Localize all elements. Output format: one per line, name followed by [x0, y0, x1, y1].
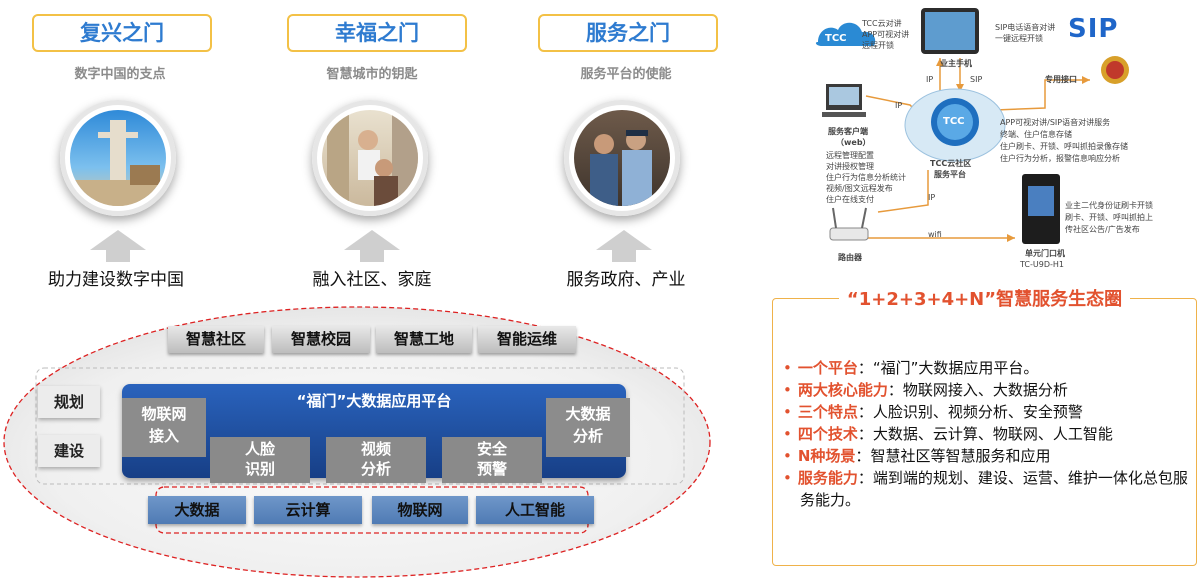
- tech-ai: 人工智能: [476, 496, 594, 524]
- ecosystem-title: “1+2+3+4+N”智慧服务生态圈: [838, 289, 1131, 310]
- cloud-logo: TCC: [943, 116, 965, 127]
- scenario-smart-construction: 智慧工地: [376, 326, 472, 353]
- up-arrow-2: [344, 230, 400, 262]
- special-port-label: 专用接口: [1045, 75, 1077, 84]
- sip-label-phone: SIP: [970, 75, 983, 84]
- iot-access-box: 物联网 接入: [122, 398, 206, 457]
- ecosystem-item: •一个平台：“福门”大数据应用平台。: [783, 359, 1039, 377]
- gate-action: 融入社区、家庭: [312, 270, 432, 290]
- cloud-label-2: 服务平台: [934, 170, 966, 179]
- up-arrow-3: [596, 230, 652, 262]
- ecosystem-item: •服务能力：端到端的规划、建设、运营、维护一体化总包服务能力。: [783, 469, 1188, 509]
- ecosystem-item: •N种场景：智慧社区等智慧服务和应用: [783, 447, 1051, 465]
- pc-desc-1: 远程管理配置: [826, 151, 874, 160]
- plan-label: 规划: [38, 386, 100, 418]
- pc-label-2: （web）: [836, 138, 871, 147]
- sip-desc-2: 一键远程开锁: [995, 34, 1043, 43]
- door-desc-3: 传社区公告/广告发布: [1065, 225, 1140, 234]
- ecosystem-item: •三个特点：人脸识别、视频分析、安全预警: [783, 403, 1083, 421]
- platform-title: “福门”大数据应用平台: [296, 392, 452, 410]
- gate-title: 复兴之门: [32, 14, 212, 52]
- tech-big-data: 大数据: [148, 496, 246, 524]
- scenario-smart-maintenance: 智能运维: [478, 326, 576, 353]
- tcc-logo: TCC: [825, 33, 847, 44]
- gate-action: 服务政府、产业: [566, 270, 686, 290]
- family-photo: [312, 100, 428, 216]
- tech-cloud-computing: 云计算: [254, 496, 362, 524]
- big-data-analysis-box: 大数据 分析: [546, 398, 630, 457]
- gate-title: 服务之门: [538, 14, 718, 52]
- feature-video-analysis: 视频 分析: [326, 437, 426, 483]
- tcc-desc-3: 远程开锁: [862, 41, 894, 50]
- ecosystem-item: •两大核心能力：物联网接入、大数据分析: [783, 381, 1068, 399]
- cloud-desc-3: 住户刷卡、开锁、呼叫抓拍录像存储: [1000, 142, 1128, 151]
- phone-label: 业主手机: [940, 59, 972, 68]
- scenario-smart-community: 智慧社区: [168, 326, 264, 353]
- gate-subtitle: 智慧城市的钥匙: [326, 67, 418, 82]
- door-label-1: 单元门口机: [1025, 249, 1065, 258]
- scenario-smart-campus: 智慧校园: [272, 326, 370, 353]
- sip-desc-1: SIP电话语音对讲: [995, 23, 1056, 32]
- pc-desc-2: 对讲授权管理: [826, 162, 874, 171]
- gate-title: 幸福之门: [287, 14, 467, 52]
- router-label: 路由器: [838, 253, 862, 262]
- ip-label-pc: IP: [895, 101, 903, 110]
- ip-label-phone: IP: [926, 75, 934, 84]
- wifi-label: wifi: [928, 230, 942, 239]
- cloud-desc-2: 终端、住户信息存储: [1000, 130, 1072, 139]
- gate-action: 助力建设数字中国: [48, 270, 184, 290]
- door-desc-2: 刷卡、开锁、呼叫抓拍上: [1065, 213, 1153, 222]
- cloud-desc-4: 住户行为分析，报警信息响应分析: [1000, 154, 1120, 163]
- build-label: 建设: [38, 435, 100, 467]
- ip-label-router: IP: [928, 193, 936, 202]
- sip-logo: SIP: [1068, 14, 1119, 44]
- pc-desc-5: 住户在线支付: [826, 195, 874, 204]
- up-arrow-1: [90, 230, 146, 262]
- tech-iot: 物联网: [372, 496, 468, 524]
- door-label-2: TC-U9D-H1: [1020, 260, 1064, 269]
- gate-subtitle: 数字中国的支点: [74, 67, 166, 82]
- ecosystem-item: •四个技术：大数据、云计算、物联网、人工智能: [783, 425, 1113, 443]
- cloud-label-1: TCC云社区: [930, 159, 972, 168]
- door-desc-1: 业主二代身份证刷卡开锁: [1065, 201, 1153, 210]
- feature-security-alert: 安全 预警: [442, 437, 542, 483]
- pc-label-1: 服务客户端: [828, 127, 868, 136]
- pc-desc-4: 视频/图文远程发布: [826, 184, 893, 193]
- tcc-desc-2: APP可视对讲: [862, 30, 910, 39]
- network-lines: [815, 8, 1129, 244]
- gate-subtitle: 服务平台的使能: [580, 67, 672, 82]
- tcc-desc-1: TCC云对讲: [862, 19, 902, 28]
- cloud-desc-1: APP可视对讲/SIP语音对讲服务: [1000, 118, 1111, 127]
- ecosystem-panel: “1+2+3+4+N”智慧服务生态圈 •一个平台：“福门”大数据应用平台。 •两…: [772, 289, 1197, 566]
- monument-photo: [60, 100, 176, 216]
- police-photo: [564, 100, 680, 216]
- pc-desc-3: 住户行为信息分析统计: [826, 173, 906, 182]
- ecosystem-list: •一个平台：“福门”大数据应用平台。 •两大核心能力：物联网接入、大数据分析 •…: [783, 357, 1188, 511]
- feature-face-recognition: 人脸 识别: [210, 437, 310, 483]
